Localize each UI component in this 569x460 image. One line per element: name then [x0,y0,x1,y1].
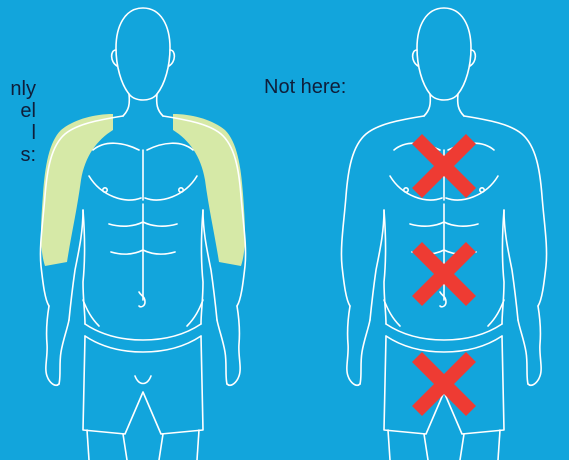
right-body-figure [341,8,546,460]
left-body-figure [40,8,245,460]
x-marker-groin [412,352,476,416]
